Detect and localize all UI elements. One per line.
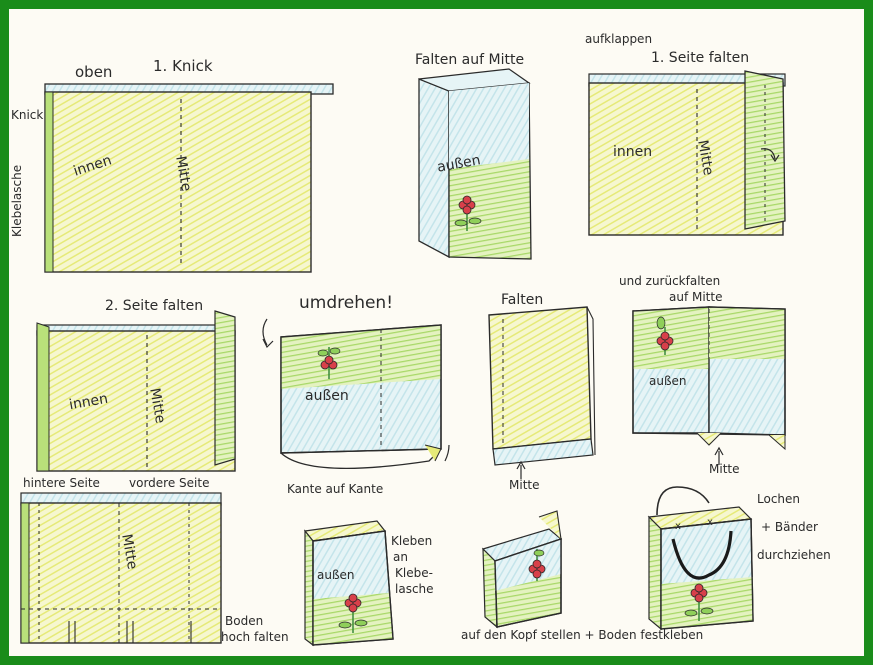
label-unfold: aufklappen bbox=[585, 32, 653, 46]
label-tab: lasche bbox=[395, 582, 434, 596]
flower-icon bbox=[317, 347, 341, 379]
flower-icon bbox=[338, 593, 368, 633]
label-to-middle: auf Mitte bbox=[669, 290, 723, 304]
label-fold-to-middle: Falten auf Mitte bbox=[415, 52, 525, 68]
label-oben: oben bbox=[75, 63, 113, 81]
step-1-sheet bbox=[44, 83, 334, 273]
label-back-side: hintere Seite bbox=[23, 476, 100, 490]
label-fold-up: hoch falten bbox=[221, 630, 289, 644]
svg-text:x: x bbox=[707, 517, 713, 528]
label-middle: Mitte bbox=[709, 462, 740, 476]
step-7-sheet bbox=[632, 306, 786, 465]
label-punch: Lochen bbox=[757, 492, 801, 506]
svg-text:x: x bbox=[675, 521, 681, 532]
label-upside-down: auf den Kopf stellen + Boden festkleben bbox=[461, 628, 704, 642]
step-9-bag bbox=[303, 520, 394, 647]
label-middle: Mitte bbox=[509, 478, 540, 492]
step-2-folded bbox=[418, 68, 532, 260]
flower-icon bbox=[454, 195, 482, 231]
label-knick: Knick bbox=[11, 108, 44, 122]
label-pull-through: durchziehen bbox=[757, 548, 831, 562]
label-outside: außen bbox=[305, 388, 349, 404]
step-6-sheet bbox=[488, 306, 596, 479]
label-inside: innen bbox=[613, 144, 653, 160]
step-10-bag bbox=[481, 510, 563, 629]
label-bottom: Boden bbox=[225, 614, 264, 628]
label-second-side: 2. Seite falten bbox=[105, 298, 204, 314]
step-11-finished-bag: x x bbox=[647, 486, 754, 631]
folding-diagram: x x bbox=[20, 68, 786, 647]
label-glue: Kleben bbox=[391, 534, 433, 548]
label-at: an bbox=[393, 550, 408, 564]
label-outside: außen bbox=[649, 374, 687, 388]
step-3-sheet bbox=[588, 70, 786, 236]
label-turn-over: umdrehen! bbox=[299, 293, 394, 313]
label-glue-tab: Klebelasche bbox=[10, 164, 24, 237]
flower-icon bbox=[684, 583, 714, 621]
label-outside: außen bbox=[317, 568, 355, 582]
label-fold: Falten bbox=[501, 292, 544, 308]
label-first-side: 1. Seite falten bbox=[651, 50, 750, 66]
label-glue-dash: Klebe- bbox=[395, 566, 433, 580]
label-first-fold: 1. Knick bbox=[153, 57, 213, 75]
label-edge-to-edge: Kante auf Kante bbox=[287, 482, 384, 496]
flower-icon bbox=[656, 316, 674, 355]
step-5-sheet bbox=[262, 318, 450, 469]
step-4-sheet bbox=[36, 310, 236, 472]
label-front-side: vordere Seite bbox=[129, 476, 210, 490]
label-fold-back: und zurückfalten bbox=[619, 274, 721, 288]
step-8-sheet bbox=[20, 492, 222, 644]
label-ribbons: + Bänder bbox=[761, 520, 818, 534]
flower-icon bbox=[528, 549, 546, 581]
